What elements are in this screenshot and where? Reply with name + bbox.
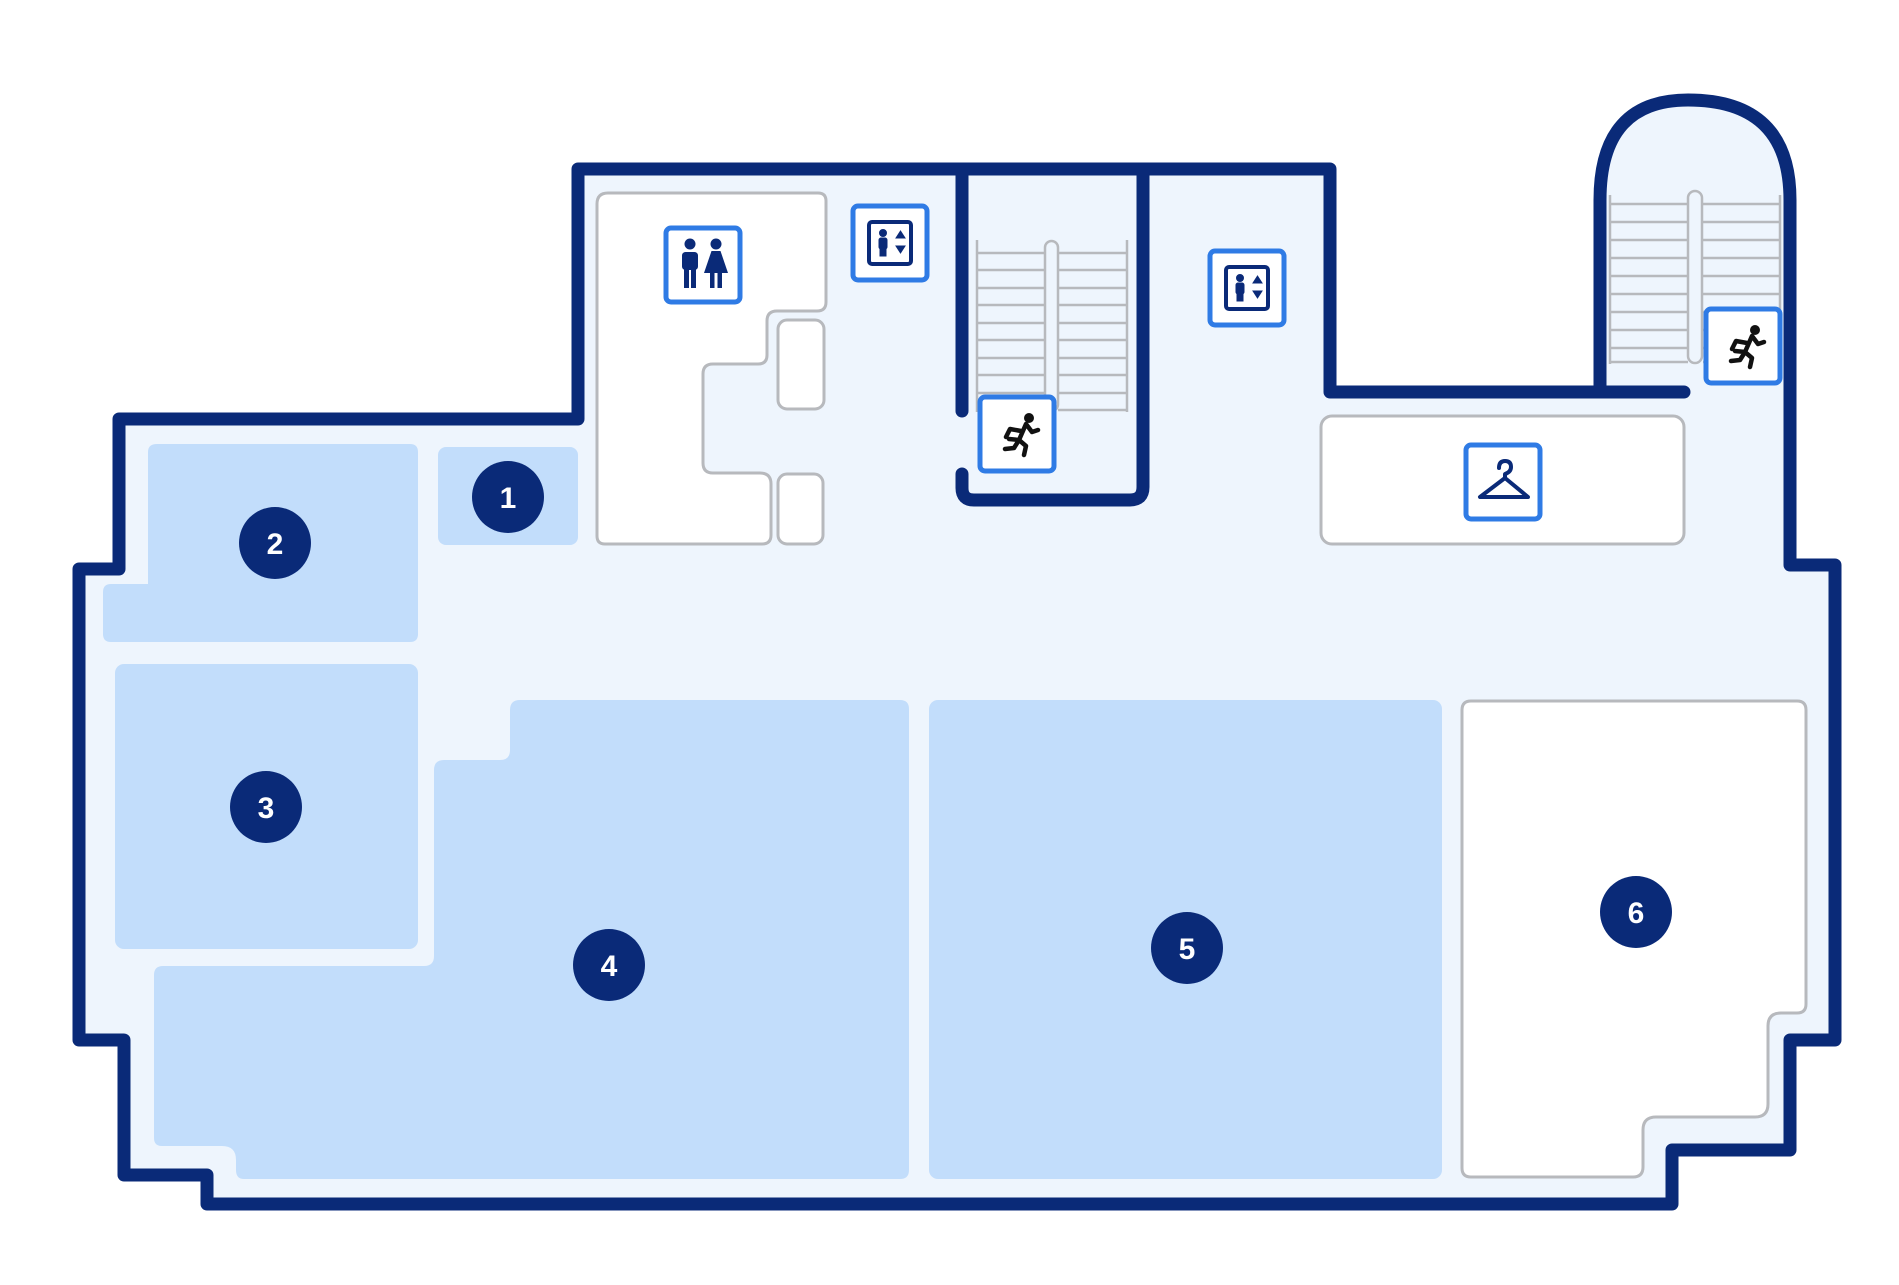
elevator-icon[interactable] [850, 203, 930, 283]
room-6-label: 6 [1628, 897, 1645, 930]
restroom-area [595, 191, 828, 546]
room-4-marker[interactable]: 4 [573, 929, 645, 1001]
room-2-marker[interactable]: 2 [239, 507, 311, 579]
room-5-marker[interactable]: 5 [1151, 912, 1223, 984]
staircase-east [1608, 189, 1782, 365]
outer-wall [72, 93, 1842, 1211]
emergency-exit-icon[interactable] [977, 394, 1057, 474]
room-5-label: 5 [1179, 933, 1196, 966]
emergency-exit-icon[interactable] [1703, 306, 1783, 386]
room-1-label: 1 [500, 482, 517, 515]
room-4-area[interactable] [154, 700, 909, 1179]
restroom-icon[interactable] [663, 225, 743, 305]
room-2-label: 2 [267, 528, 284, 561]
elevator-icon[interactable] [1207, 248, 1287, 328]
staircase-center [975, 239, 1129, 413]
coat-hanger-icon[interactable] [1463, 442, 1543, 522]
room-3-label: 3 [258, 792, 275, 825]
room-1-marker[interactable]: 1 [472, 461, 544, 533]
stair-wall-lower [955, 162, 1150, 507]
room-4-label: 4 [601, 950, 618, 983]
room-6-marker[interactable]: 6 [1600, 876, 1672, 948]
room-3-marker[interactable]: 3 [230, 771, 302, 843]
restroom-stall-lower [776, 472, 825, 546]
restroom-stall-upper [776, 318, 826, 411]
